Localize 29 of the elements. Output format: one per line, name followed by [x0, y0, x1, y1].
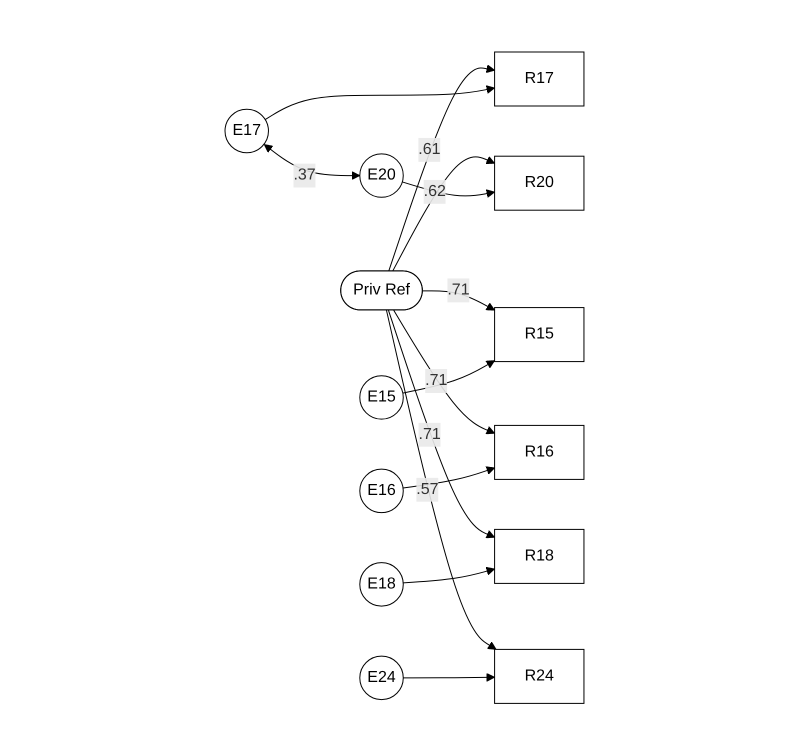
arrow — [402, 360, 495, 394]
arrow — [402, 672, 495, 682]
edge-label: .37 — [293, 166, 316, 184]
edge-label: .62 — [424, 182, 446, 200]
node-circle: E16 — [359, 468, 404, 513]
arrow — [393, 310, 495, 434]
node-circle: E24 — [359, 655, 404, 700]
node-circle: E17 — [224, 108, 269, 154]
arrow — [264, 144, 360, 180]
arrow — [392, 156, 495, 272]
arrow — [264, 85, 495, 120]
edge-label: .71 — [447, 281, 470, 298]
node-circle: E20 — [359, 153, 404, 198]
node-box: R20 — [494, 156, 584, 210]
edge-label: .61 — [418, 140, 441, 158]
node-box: R16 — [494, 424, 584, 480]
node-circle: E18 — [359, 562, 404, 606]
node-box: R18 — [494, 528, 584, 584]
node-box: R17 — [494, 51, 584, 106]
arrow — [402, 181, 495, 198]
edge-label: .71 — [425, 372, 448, 389]
arrow — [402, 566, 495, 584]
arrow — [422, 290, 495, 310]
node-box: R24 — [494, 648, 584, 704]
arrow — [388, 64, 495, 272]
edge-label: .57 — [416, 480, 439, 498]
node-box: R15 — [494, 306, 584, 362]
node-circle: E15 — [359, 375, 404, 420]
edge-label: .71 — [418, 426, 441, 443]
